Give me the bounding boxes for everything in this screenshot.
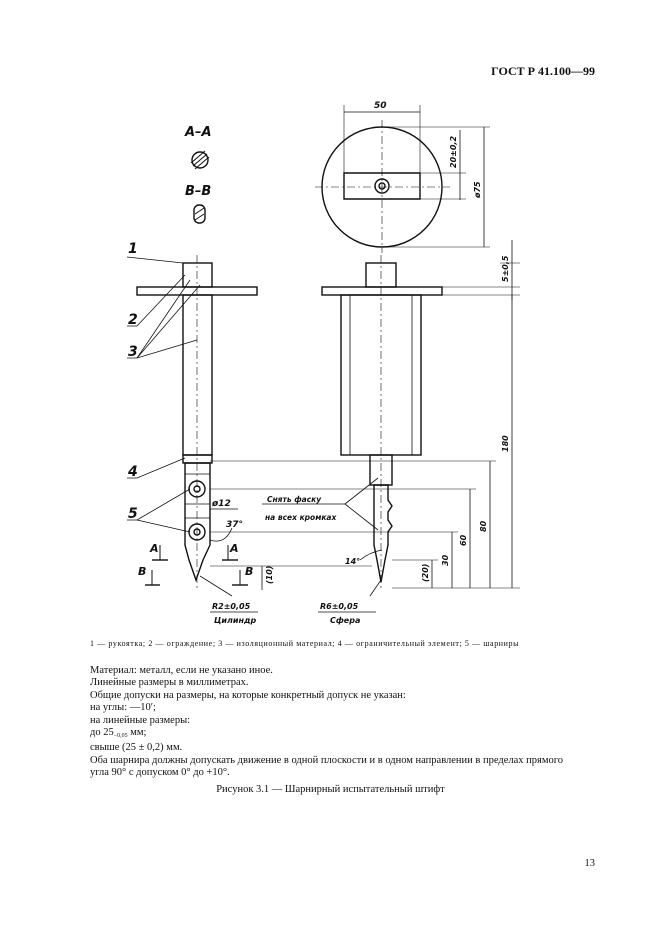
dim-5-label: 5±0,5 <box>501 255 510 282</box>
sphere-label: Сфера <box>330 616 360 625</box>
technical-drawing: A–A B–B 50 20±0,2 ø75 5±0,5 180 80 60 30… <box>126 101 520 625</box>
chamfer-label-1: Снять фаску <box>267 495 322 504</box>
note-line: на углы: —10′; <box>90 702 156 714</box>
note-line: Линейные размеры в миллиметрах. <box>90 677 249 689</box>
dim-20p-label: (20) <box>421 564 430 582</box>
dim-60-label: 60 <box>459 534 468 546</box>
note-line: Оба шарнира должны допускать движение в … <box>90 754 564 766</box>
section-bb-label: B–B <box>185 184 211 199</box>
note-line: свыше (25 ± 0,2) мм. <box>90 742 183 754</box>
part-5-label: 5 <box>128 506 138 522</box>
section-a-left: A <box>149 542 159 555</box>
part-1-label: 1 <box>128 241 138 257</box>
tolerance-subscript: −0,05 <box>113 733 128 740</box>
section-b-right: B <box>245 565 253 578</box>
notes-block: Материал: металл, если не указано иное. … <box>90 665 610 780</box>
dim-50-label: 50 <box>374 101 387 111</box>
section-aa-label: A–A <box>184 125 212 140</box>
dim-80-label: 80 <box>479 520 488 532</box>
part-4-label: 4 <box>127 464 138 480</box>
figure-legend: 1 — рукоятка; 2 — ограждение; 3 — изоляц… <box>90 639 520 648</box>
note-text: мм; <box>127 727 147 739</box>
dim-180-label: 180 <box>501 435 510 452</box>
part-2-label: 2 <box>128 312 138 328</box>
r6-label: R6±0,05 <box>320 602 359 611</box>
standard-header: ГОСТ Р 41.100—99 <box>491 64 595 78</box>
note-line: до 25−0,05 мм; <box>90 727 610 742</box>
note-line: на линейные размеры: <box>90 714 191 726</box>
note-line: Материал: металл, если не указано иное. <box>90 665 273 676</box>
figure-caption: Рисунок 3.1 — Шарнирный испытательный шт… <box>216 784 445 795</box>
dim-10-label: (10) <box>265 566 274 584</box>
note-line: угла 90° с допуском 0° до +10°. <box>90 767 230 779</box>
note-line: Общие допуски на размеры, на которые кон… <box>90 689 406 701</box>
angle-14-label: 14° <box>345 557 360 566</box>
cylinder-label: Цилиндр <box>214 616 256 625</box>
angle-37-label: 37° <box>226 520 243 530</box>
dim-20-label: 20±0,2 <box>449 136 458 168</box>
r2-label: R2±0,05 <box>212 602 251 611</box>
section-b-left: B <box>138 565 146 578</box>
note-text: до 25 <box>90 727 114 739</box>
section-a-right: A <box>229 542 239 555</box>
dim-12-label: ø12 <box>211 499 231 509</box>
chamfer-label-2: на всех кромках <box>265 513 337 522</box>
part-3-label: 3 <box>128 344 138 360</box>
dim-75-label: ø75 <box>473 181 482 199</box>
dim-30-label: 30 <box>441 554 450 566</box>
page-number: 13 <box>584 858 596 869</box>
